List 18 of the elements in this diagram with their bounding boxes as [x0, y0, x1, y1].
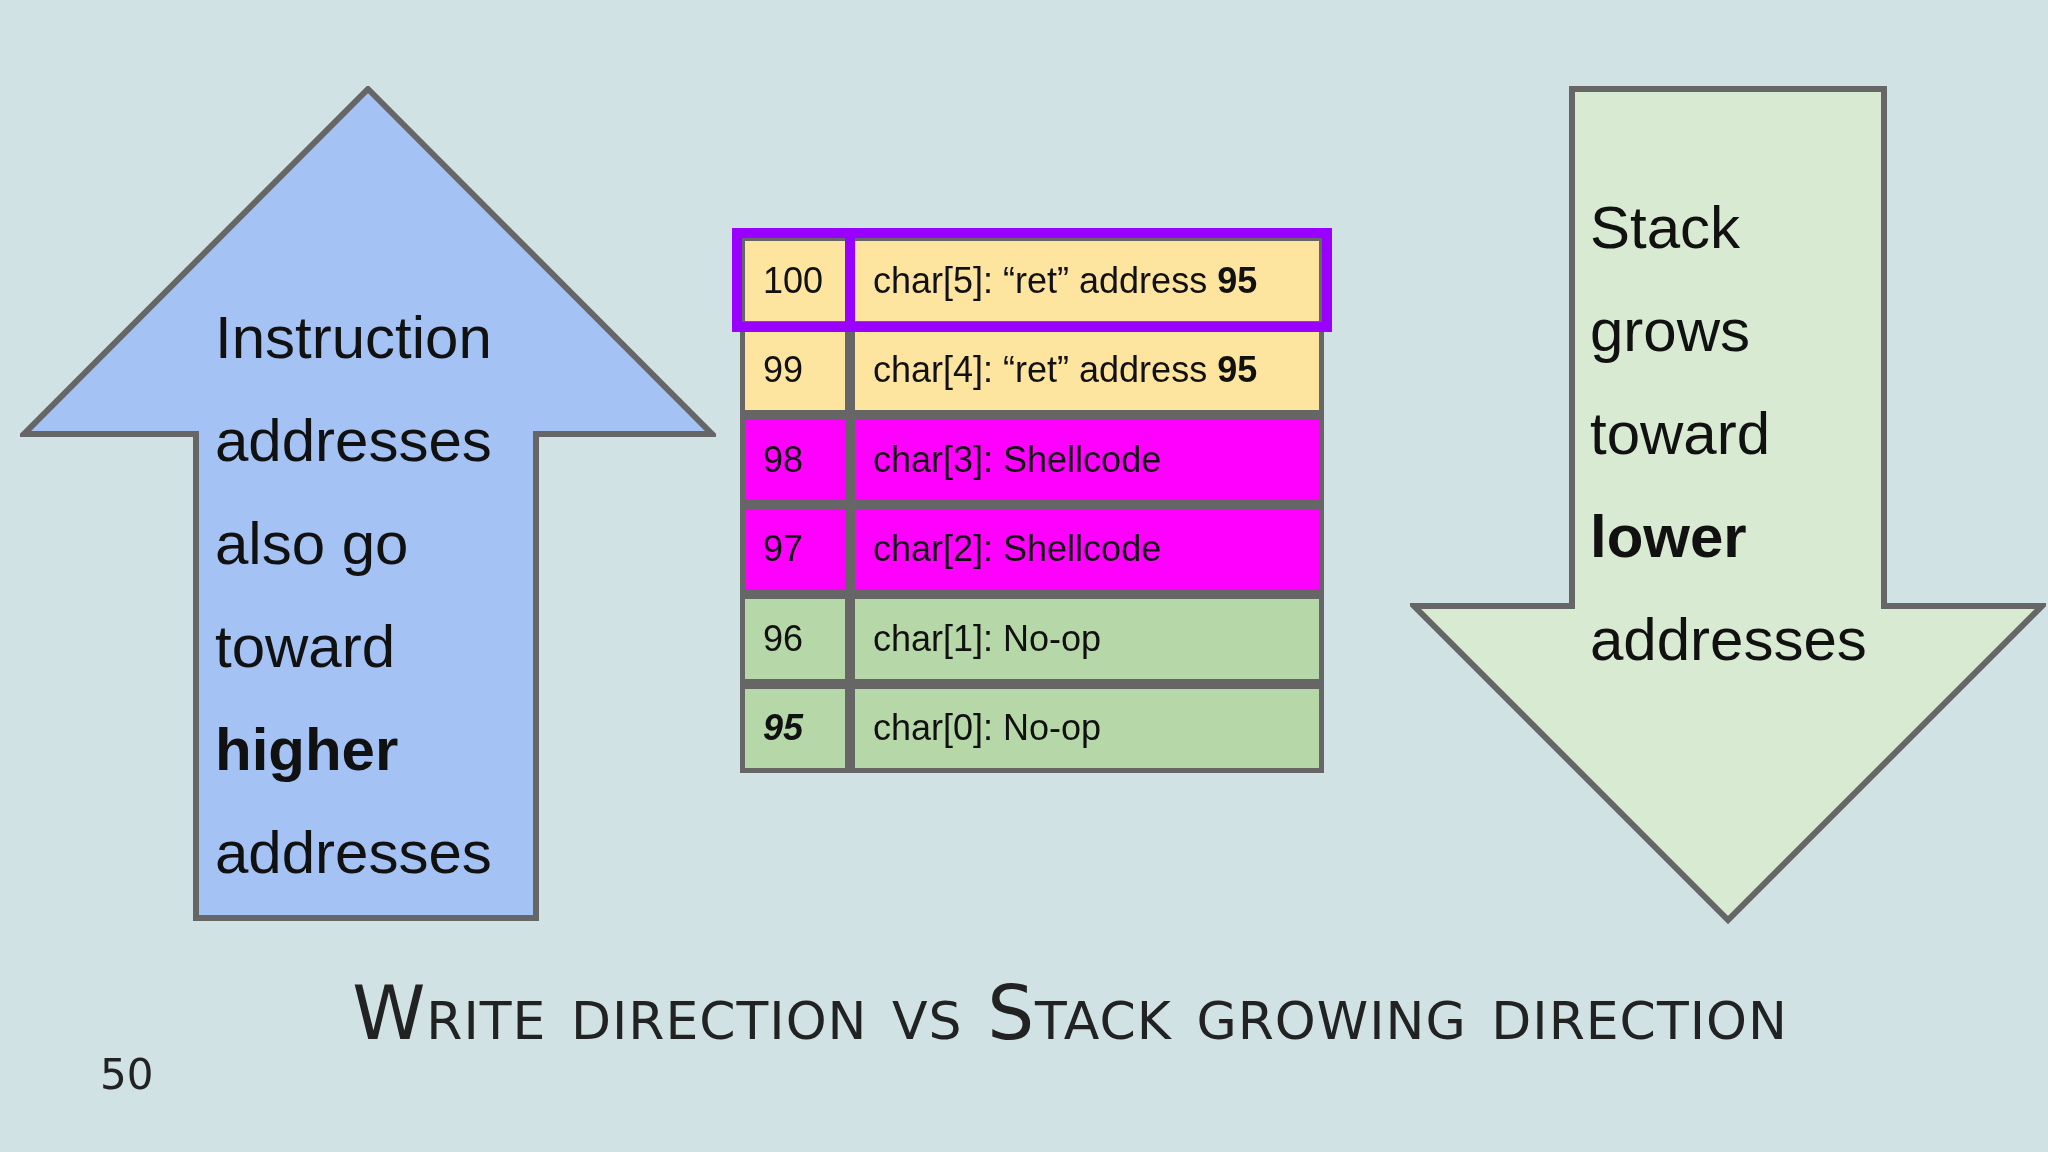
- contents-cell: char[3]: Shellcode: [855, 420, 1319, 500]
- arrow-caption: Stack grows toward lower addresses: [1590, 193, 1868, 675]
- contents-cell: char[0]: No-op: [855, 688, 1319, 768]
- page-number: 50: [100, 1050, 154, 1099]
- address-cell: 95: [745, 688, 845, 768]
- arrow-caption: Instruction addresses also go toward higher addresses: [215, 303, 493, 888]
- up-arrow-shape: [20, 86, 716, 924]
- contents-cell: char[4]: “ret” address 95: [855, 330, 1319, 410]
- slide-title: Write direction vs Stack growing direction: [351, 970, 1789, 1056]
- address-cell: 97: [745, 509, 845, 589]
- address-cell: 98: [745, 420, 845, 500]
- address-cell: 100: [745, 241, 845, 321]
- contents-cell: char[5]: “ret” address 95: [855, 241, 1319, 321]
- address-cell: 96: [745, 599, 845, 679]
- address-cell: 99: [745, 330, 845, 410]
- down-arrow-shape: [1410, 86, 2046, 924]
- contents-cell: char[2]: Shellcode: [855, 509, 1319, 589]
- contents-cell: char[1]: No-op: [855, 599, 1319, 679]
